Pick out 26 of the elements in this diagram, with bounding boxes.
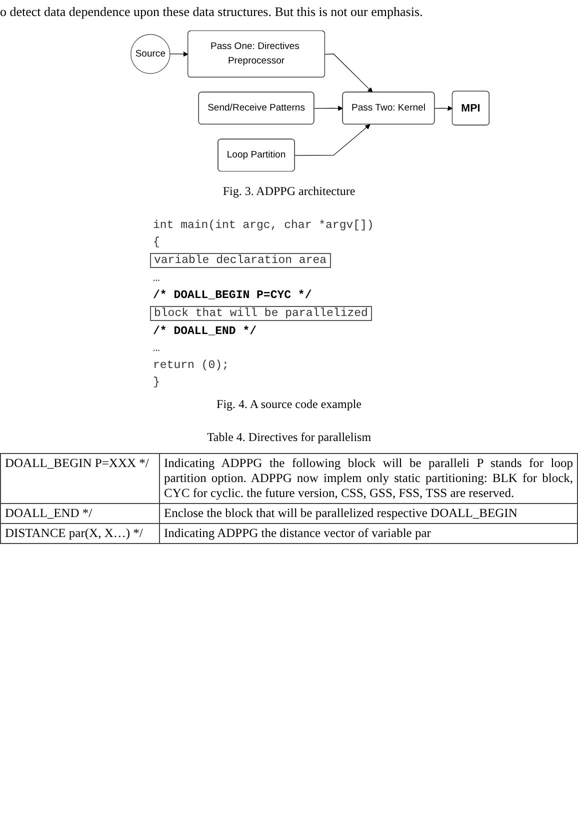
table-cell: Indicating ADPPG the following block will be paralleli P stands for loop partition option. ADPPG now implem only static partitioning: BLK for block, CYC for cyclic. the future version, CSS, GSS, FSS, TSS are reserved. bbox=[160, 454, 578, 504]
code-line: return (0); bbox=[152, 359, 230, 372]
code-block-box: variable declaration area bbox=[150, 253, 331, 268]
arrow bbox=[314, 106, 344, 111]
code-block-box: block that will be parallelized bbox=[150, 306, 372, 321]
node-circle: Source bbox=[130, 34, 170, 74]
table-cell: Enclose the block that will be parallelized respective DOALL_BEGIN bbox=[160, 504, 578, 524]
code-line: { bbox=[152, 236, 161, 249]
code-line: … bbox=[152, 272, 161, 285]
table-cell: Indicating ADPPG the distance vector of variable par bbox=[160, 524, 578, 544]
table-cell: DOALL_BEGIN P=XXX */ bbox=[0, 454, 160, 504]
figure-caption: Fig. 3. ADPPG architecture bbox=[222, 184, 356, 199]
code-line: /* DOALL_END */ bbox=[152, 325, 258, 338]
arrow bbox=[324, 54, 373, 93]
body-text: o detect data dependence upon these data structures. But this is not our emphasis. bbox=[0, 4, 424, 20]
code-line: … bbox=[152, 342, 161, 355]
code-line: int main(int argc, char *argv[]) bbox=[152, 219, 375, 232]
table-cell: DISTANCE par(X, X…) */ bbox=[0, 524, 160, 544]
arrow bbox=[170, 52, 188, 57]
arrow bbox=[434, 106, 453, 111]
code-line: } bbox=[152, 376, 161, 389]
table-title: Table 4. Directives for parallelism bbox=[206, 430, 372, 445]
arrow bbox=[294, 124, 370, 156]
code-line: /* DOALL_BEGIN P=CYC */ bbox=[152, 289, 313, 302]
table-cell: DOALL_END */ bbox=[0, 504, 160, 524]
figure-caption: Fig. 4. A source code example bbox=[216, 397, 362, 412]
